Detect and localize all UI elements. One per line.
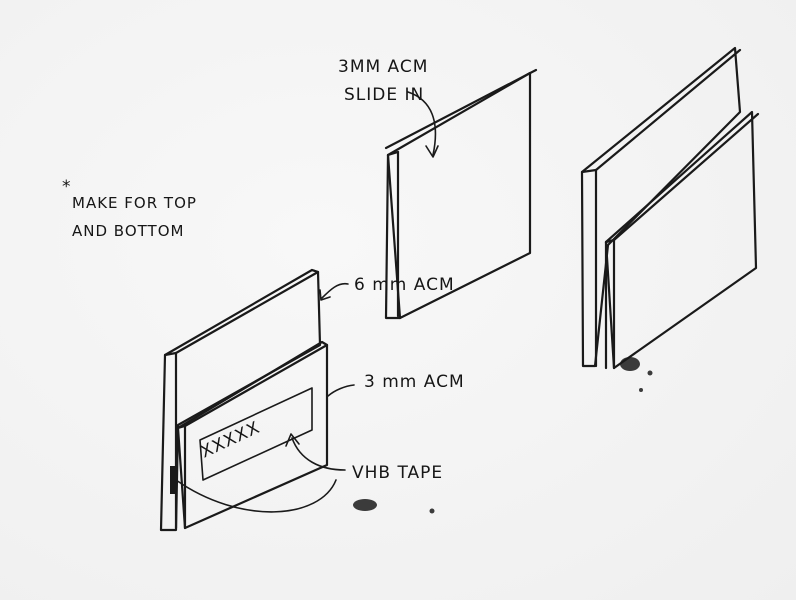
ink-smudge [620, 357, 640, 371]
note-line2: AND BOTTOM [72, 222, 184, 240]
ink-blot [353, 499, 377, 511]
three-mm-leader [327, 384, 355, 397]
star-mark: * [62, 177, 72, 197]
front-panel-3mm-left [176, 340, 329, 530]
slide-in-label-line1: 3MM ACM [338, 57, 428, 77]
slide-in-arrow [407, 91, 437, 156]
tape-leader-arrowhead [285, 433, 300, 447]
slide-in-panel-edge [384, 153, 402, 320]
edge-tape-mark [170, 466, 176, 494]
left-assembly: XXXXX [159, 268, 329, 532]
slide-in-panel [384, 68, 538, 320]
tape-marks: XXXXX [198, 418, 264, 463]
vhb-tape-strip [199, 387, 313, 481]
back-panel-6mm [580, 46, 742, 368]
inner-panel-label: 3 mm ACM [364, 372, 465, 392]
slide-in-arrowhead [425, 145, 439, 158]
tape-leader [291, 437, 346, 471]
front-panel-3mm [604, 110, 758, 370]
slide-in-panel-face [386, 71, 532, 320]
assembled-panels [580, 46, 760, 392]
six-mm-leader [321, 282, 349, 299]
outer-panel-label: 6 mm ACM [354, 275, 455, 295]
tape-label: VHB TAPE [352, 463, 443, 483]
edge-tape-leader [175, 479, 337, 513]
note-line1: MAKE FOR TOP [72, 194, 197, 212]
slide-in-label-line2: SLIDE IN [344, 85, 424, 105]
